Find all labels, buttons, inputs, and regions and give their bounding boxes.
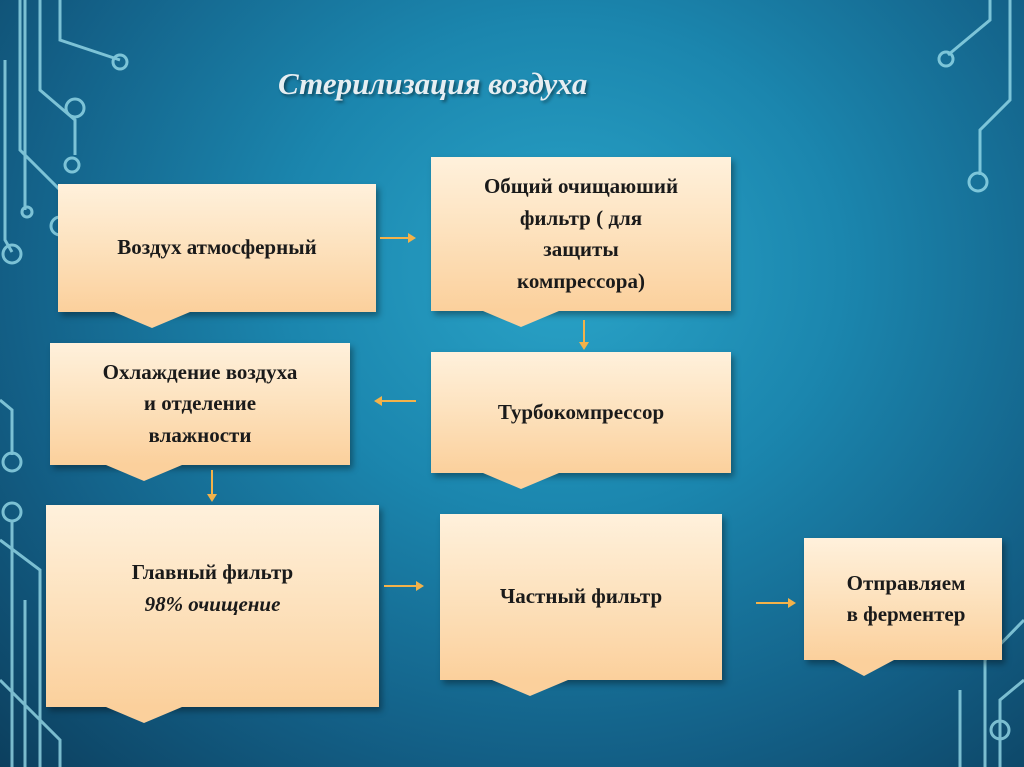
step-main-filter: Главный фильтр 98% очищение bbox=[46, 505, 379, 723]
arrow-main-filter-to-private-filter bbox=[384, 581, 424, 591]
step-air-cooling-line1: Охлаждение воздуха bbox=[102, 359, 298, 384]
step-general-filter-line1: Общий очищаюший bbox=[483, 174, 679, 198]
step-turbocompressor-label: Турбокомпрессор bbox=[497, 399, 665, 424]
step-general-filter-line4: компрессора) bbox=[517, 268, 645, 293]
step-general-filter-line2: фильтр ( для bbox=[519, 205, 643, 230]
step-main-filter-note: 98% очищение bbox=[144, 591, 281, 616]
step-air-cooling-line2: и отделение bbox=[143, 391, 257, 416]
step-air-cooling-line3: влажности bbox=[148, 422, 252, 447]
step-general-filter: Общий очищаюший фильтр ( для защиты комп… bbox=[431, 157, 731, 327]
step-send-line1: Отправляем bbox=[846, 570, 966, 595]
step-air-cooling: Охлаждение воздуха и отделение влажности bbox=[50, 343, 350, 481]
step-private-filter-label: Частный фильтр bbox=[499, 584, 663, 609]
step-turbocompressor: Турбокомпрессор bbox=[431, 352, 731, 489]
step-main-filter-label: Главный фильтр bbox=[131, 560, 294, 584]
arrow-private-filter-to-fermenter bbox=[756, 598, 796, 608]
arrow-air-to-general-filter bbox=[380, 233, 416, 243]
arrow-turbo-to-cooling bbox=[374, 396, 416, 406]
step-atmospheric-air-label: Воздух атмосферный bbox=[117, 235, 317, 260]
step-general-filter-line3: защиты bbox=[543, 237, 619, 261]
slide-title: Стерилизация воздуха bbox=[278, 66, 588, 101]
step-private-filter: Частный фильтр bbox=[440, 514, 722, 696]
step-send-to-fermenter: Отправляем в ферментер bbox=[804, 538, 1002, 676]
step-atmospheric-air: Воздух атмосферный bbox=[58, 184, 376, 328]
step-send-line2: в ферментер bbox=[846, 602, 966, 626]
arrow-general-filter-to-turbo bbox=[579, 320, 589, 350]
arrow-cooling-to-main-filter bbox=[207, 470, 217, 502]
